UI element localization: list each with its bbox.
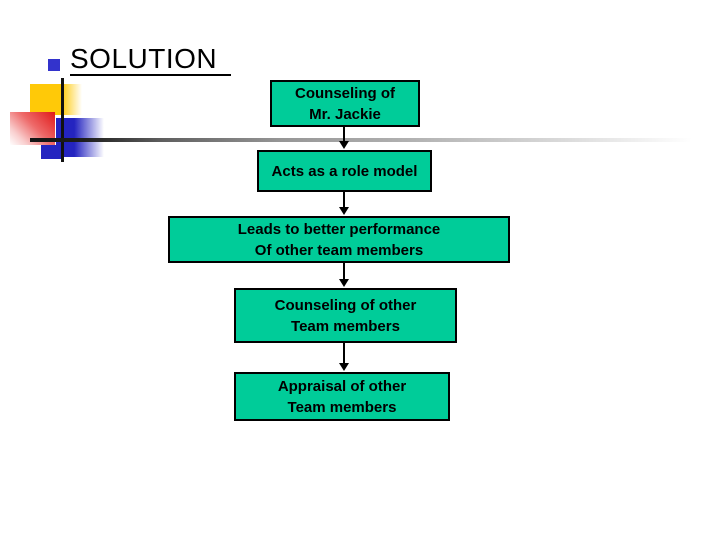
flow-box-text-line: Team members [291, 317, 400, 335]
arrow-shaft [343, 263, 345, 280]
arrow-head-icon [339, 141, 349, 149]
flow-box-text-line: Counseling of [295, 84, 395, 102]
flow-box-text-line: Leads to better performance [237, 220, 441, 238]
flow-box-counseling-mr-jackie: Counseling of Mr. Jackie [270, 80, 420, 127]
flow-box-text-line: Mr. Jackie [309, 105, 381, 123]
decoration-yellow-square [30, 84, 82, 115]
decoration-vertical-line [61, 78, 64, 162]
flow-box-text-line: Appraisal of other [277, 377, 407, 395]
flow-box-text-line: Acts as a role model [271, 162, 418, 180]
flow-box-acts-as-role-model: Acts as a role model [257, 150, 432, 192]
title-bullet-icon [48, 59, 60, 71]
flow-box-appraisal-of-other: Appraisal of other Team members [234, 372, 450, 421]
decoration-blue-gradient-square [56, 118, 104, 157]
arrow-head-icon [339, 279, 349, 287]
arrow-shaft [343, 343, 345, 364]
arrow-head-icon [339, 363, 349, 371]
flow-arrow-down-1 [339, 127, 349, 149]
divider-gradient-line [30, 138, 692, 142]
flow-box-text-line: Of other team members [254, 241, 424, 259]
arrow-shaft [343, 192, 345, 208]
decoration-blue-small-square [41, 145, 62, 159]
arrow-shaft [343, 127, 345, 142]
flow-arrow-down-4 [339, 343, 349, 371]
flow-box-leads-to-better-performance: Leads to better performance Of other tea… [168, 216, 510, 263]
flow-arrow-down-3 [339, 263, 349, 287]
flow-box-text-line: Team members [287, 398, 397, 416]
flow-arrow-down-2 [339, 192, 349, 215]
slide-title: SOLUTION [70, 44, 232, 77]
flow-box-text-line: Counseling of other [274, 296, 417, 314]
arrow-head-icon [339, 207, 349, 215]
flow-box-counseling-of-other: Counseling of other Team members [234, 288, 457, 343]
